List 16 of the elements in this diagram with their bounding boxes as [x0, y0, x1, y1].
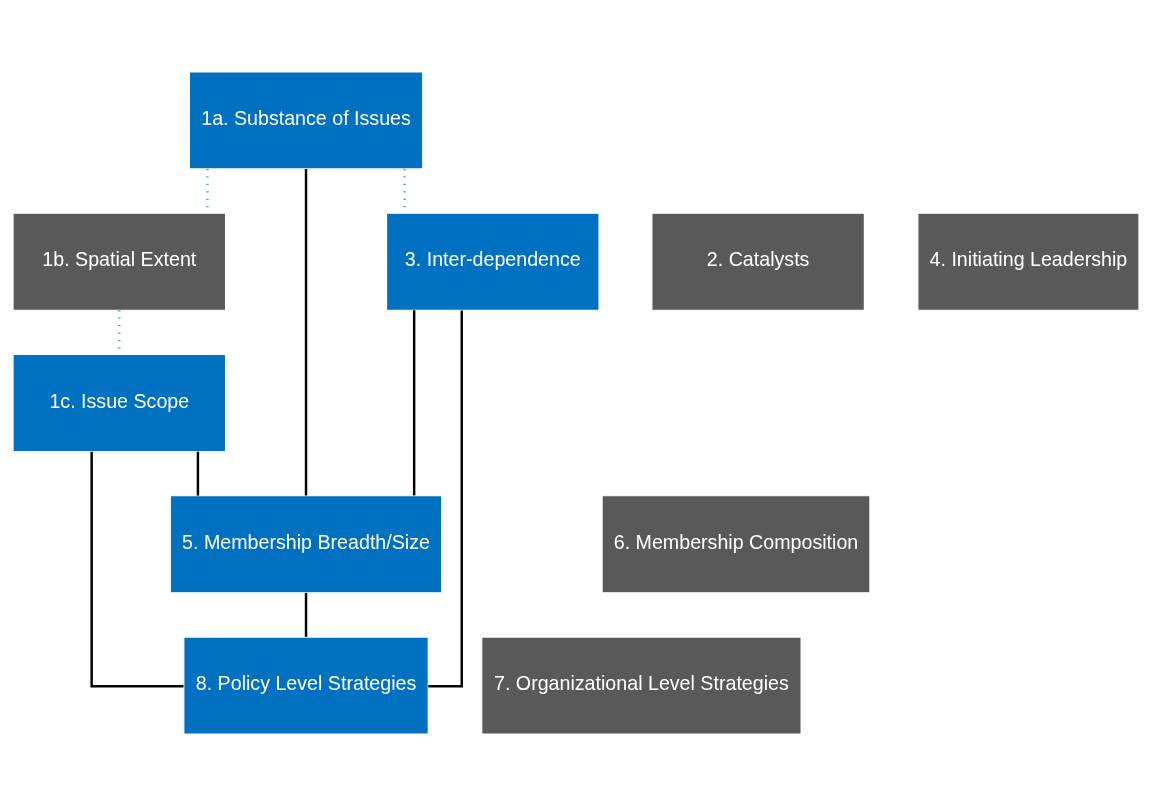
connector — [90, 451, 184, 688]
connector — [428, 310, 463, 688]
node-box: 1a. Substance of Issues — [188, 71, 424, 170]
node-box: 1c. Issue Scope — [12, 353, 227, 453]
node-box: 3. Inter-dependence — [385, 212, 600, 311]
connector — [412, 310, 416, 496]
node-box: 2. Catalysts — [651, 212, 865, 311]
connector — [304, 169, 308, 496]
connector — [304, 592, 308, 637]
node-box: 6. Membership Composition — [601, 495, 871, 594]
node-box: 8. Policy Level Strategies — [183, 636, 429, 735]
node-box: 7. Organizational Level Strategies — [481, 636, 802, 735]
node-box: 4. Initiating Leadership — [917, 212, 1140, 311]
node-box: 5. Membership Breadth/Size — [169, 495, 443, 594]
node-box: 1b. Spatial Extent — [12, 212, 227, 311]
connector — [196, 451, 200, 496]
